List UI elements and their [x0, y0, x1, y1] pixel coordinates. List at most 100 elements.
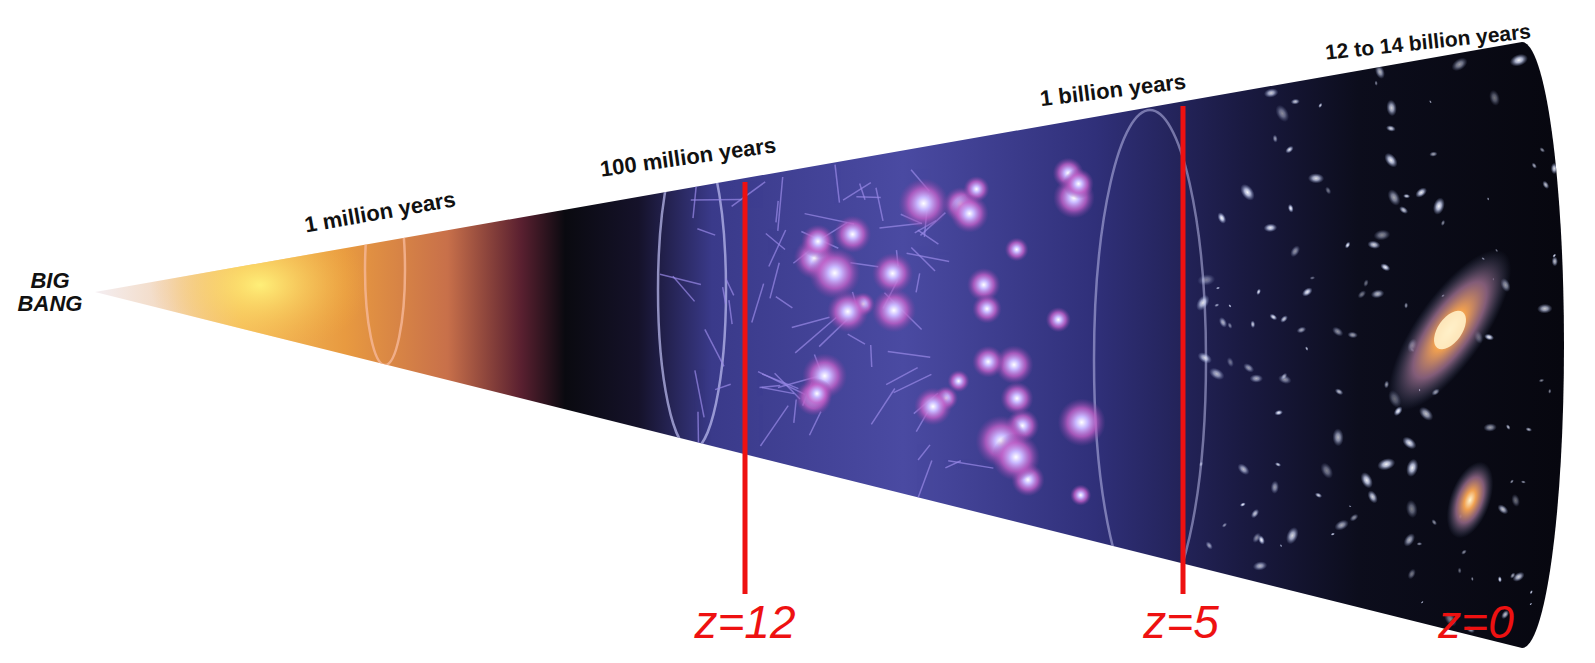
galaxy-dot: [1348, 505, 1352, 508]
galaxy-dot: [1300, 285, 1314, 298]
web-filament: [888, 352, 930, 358]
galaxy-dot: [1365, 489, 1379, 506]
galaxy-dot: [1332, 428, 1344, 447]
redshift-label: z=5: [1143, 598, 1218, 646]
galaxy-dot: [1334, 387, 1345, 397]
galaxy-dot: [1449, 55, 1470, 74]
spiral-galaxy: [1438, 456, 1503, 545]
web-filament: [795, 317, 836, 352]
galaxy-dot: [1344, 241, 1352, 250]
galaxy-dot: [1487, 197, 1490, 201]
galaxy-dot: [1398, 205, 1410, 216]
galaxy-dot: [1284, 144, 1295, 155]
web-filament: [871, 345, 872, 367]
galaxy-dot: [1551, 256, 1558, 266]
galaxy-dot: [1376, 456, 1397, 472]
cone-contents: [150, 52, 1565, 654]
galaxy-dot: [1272, 134, 1278, 143]
galaxy-dot: [1537, 303, 1553, 313]
galaxy-dot: [1362, 279, 1369, 288]
web-filament: [776, 201, 778, 223]
galaxy-dot: [1400, 434, 1419, 452]
galaxy-dot: [1497, 576, 1502, 583]
galaxy-dot: [1373, 63, 1387, 80]
galaxy-dot: [1225, 356, 1235, 368]
web-filament: [907, 253, 950, 261]
galaxy-dot: [1529, 602, 1533, 606]
galaxy-dot: [1284, 525, 1301, 546]
first-galaxies: [794, 158, 1106, 506]
galaxy-dot: [1207, 365, 1227, 382]
web-filament: [729, 300, 732, 324]
galaxy-dot: [1379, 262, 1392, 273]
web-filament: [792, 317, 830, 327]
galaxy-dot: [1428, 99, 1432, 104]
web-filament: [752, 284, 764, 323]
web-filament: [715, 384, 731, 389]
redshift-line: [1181, 106, 1186, 594]
galaxy-dot: [1196, 350, 1214, 366]
galaxy-dot: [1279, 314, 1290, 324]
cosmic-web: [660, 165, 993, 499]
galaxy-dot: [1431, 196, 1447, 216]
web-filament: [705, 329, 724, 366]
galaxy-dot: [1330, 325, 1345, 339]
web-filament: [918, 445, 930, 460]
galaxy-dot: [1385, 187, 1403, 208]
web-filament: [762, 387, 794, 393]
galaxy-dot: [1347, 331, 1358, 339]
galaxy-dot: [1429, 151, 1438, 157]
epoch-label: 1 million years: [303, 187, 458, 236]
galaxy-dot: [1528, 632, 1549, 654]
galaxy-dot: [1333, 518, 1351, 533]
protogalaxy: [914, 388, 952, 426]
galaxy-dot: [1508, 52, 1529, 69]
galaxy-dot: [1538, 146, 1546, 154]
galaxy-dot: [1413, 185, 1429, 199]
galaxy-dot: [1221, 522, 1228, 529]
web-filament: [760, 406, 788, 446]
web-filament: [918, 461, 932, 499]
galaxy-dot: [1274, 409, 1284, 416]
galaxy-dot: [1204, 540, 1214, 551]
protogalaxy: [992, 433, 1040, 481]
galaxy-dot: [1215, 286, 1220, 290]
galaxy-dot: [1510, 493, 1521, 508]
galaxy-dot: [1317, 102, 1323, 109]
web-filament: [848, 334, 865, 344]
galaxy-dot: [1440, 219, 1446, 226]
galaxy-dot: [1287, 203, 1295, 213]
web-filament: [691, 199, 742, 201]
galaxy-dot: [1290, 98, 1300, 105]
protogalaxy: [872, 253, 913, 294]
galaxy-dot: [1529, 589, 1534, 594]
galaxy-dot: [1273, 102, 1292, 124]
web-filament: [916, 273, 920, 292]
web-filament: [835, 165, 839, 203]
galaxy-dot: [1404, 457, 1420, 478]
galaxy-dot: [1460, 548, 1468, 555]
galaxy-dot: [1538, 378, 1545, 383]
galaxy-dot: [1250, 320, 1256, 328]
galaxy-dot: [1309, 276, 1315, 281]
web-filament: [918, 230, 939, 244]
galaxy-dot: [1420, 600, 1424, 604]
galaxy-dot: [1385, 124, 1396, 132]
galaxy-dot: [1270, 480, 1279, 494]
protogalaxy: [834, 216, 871, 253]
galaxy-dot: [1252, 560, 1268, 571]
protogalaxy: [1046, 307, 1071, 332]
protogalaxy: [801, 378, 832, 409]
galaxy-dot: [1318, 461, 1336, 481]
protogalaxy: [1070, 485, 1091, 506]
galaxy-dot: [1401, 531, 1417, 549]
galaxy-dot: [1471, 576, 1475, 581]
galaxy-dot: [1217, 316, 1229, 330]
galaxy-dot: [1308, 173, 1325, 184]
web-filament: [778, 177, 783, 231]
protogalaxy: [950, 194, 988, 232]
web-filament: [843, 183, 871, 200]
redshift-label: z=12: [694, 598, 795, 646]
origin-label: BIG BANG: [18, 269, 83, 315]
galaxy-dot: [1382, 150, 1401, 170]
